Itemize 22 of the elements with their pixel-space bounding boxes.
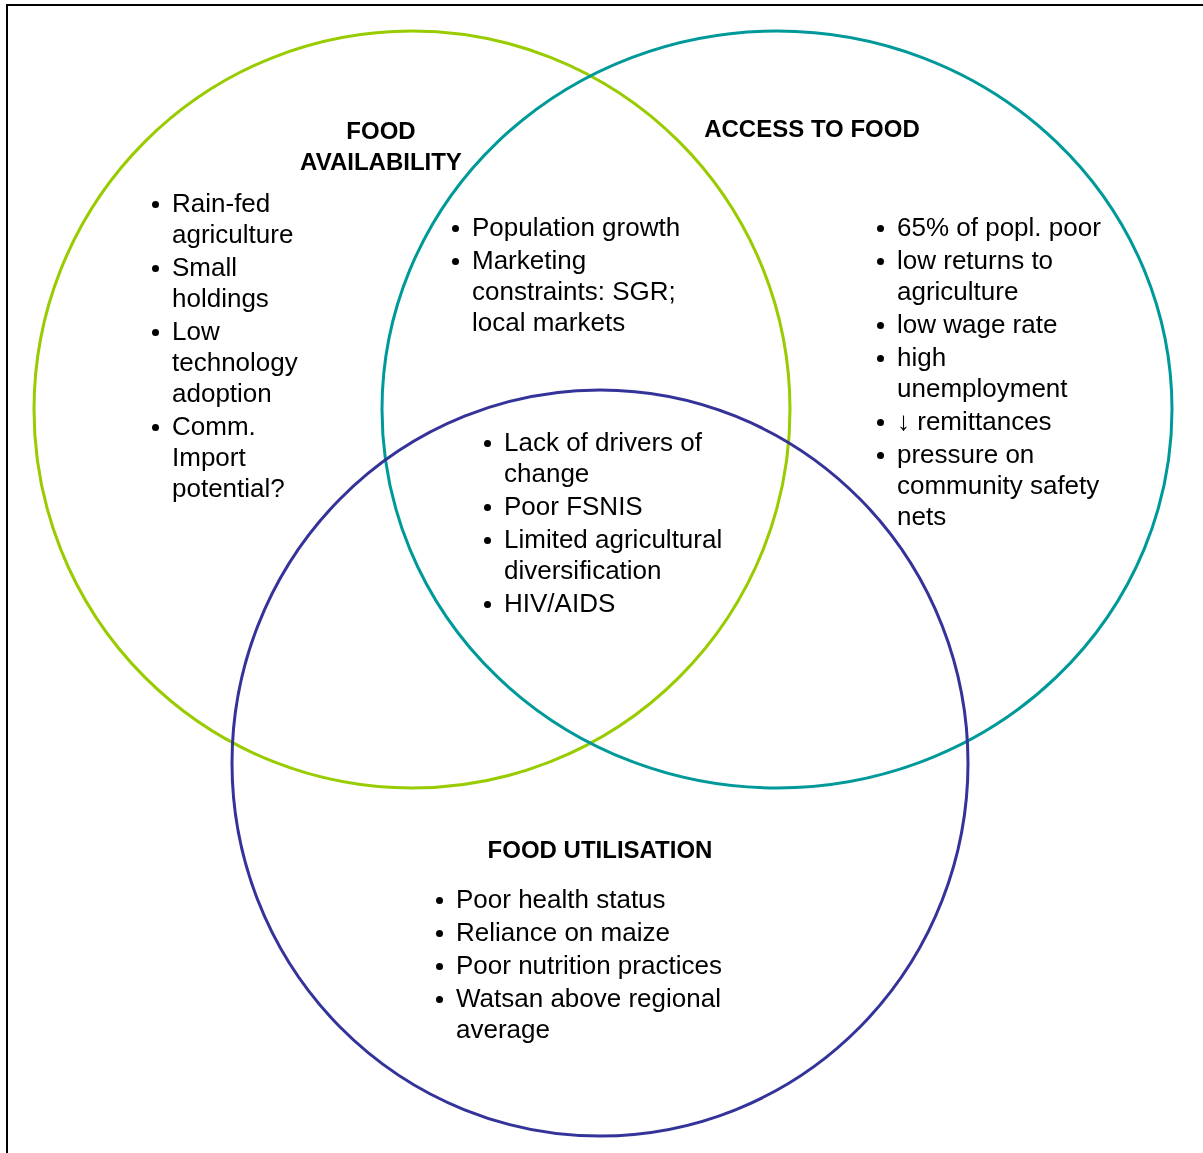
list-item: Marketing constraints: SGR; local markets	[472, 245, 677, 338]
circle-heading: FOOD AVAILABILITY	[299, 116, 463, 177]
list-item: low wage rate	[897, 309, 1058, 340]
circle-heading: ACCESS TO FOOD	[703, 114, 921, 144]
list-item: Lack of drivers of change	[504, 427, 703, 489]
list-item: Poor FSNIS	[504, 491, 643, 522]
list-item: Poor nutrition practices	[456, 950, 722, 981]
list-item: ↓ remittances	[897, 406, 1052, 437]
list-item: 65% of popl. poor	[897, 212, 1101, 243]
list-item: Rain-fed agriculture	[172, 188, 295, 250]
list-item: Low technology adoption	[172, 316, 299, 409]
list-item: Small holdings	[172, 252, 270, 314]
list-item: Watsan above regional average	[456, 983, 722, 1045]
list-item: pressure on community safety nets	[897, 439, 1101, 532]
list-item: HIV/AIDS	[504, 588, 616, 619]
circle-heading: FOOD UTILISATION	[486, 835, 714, 865]
list-item: Poor health status	[456, 884, 666, 915]
list-item: Limited agricultural diversification	[504, 524, 724, 586]
list-item: Population growth	[472, 212, 681, 243]
list-item: Comm. Import potential?	[172, 411, 286, 504]
list-item: high unemployment	[897, 342, 1069, 404]
list-item: Reliance on maize	[456, 917, 670, 948]
